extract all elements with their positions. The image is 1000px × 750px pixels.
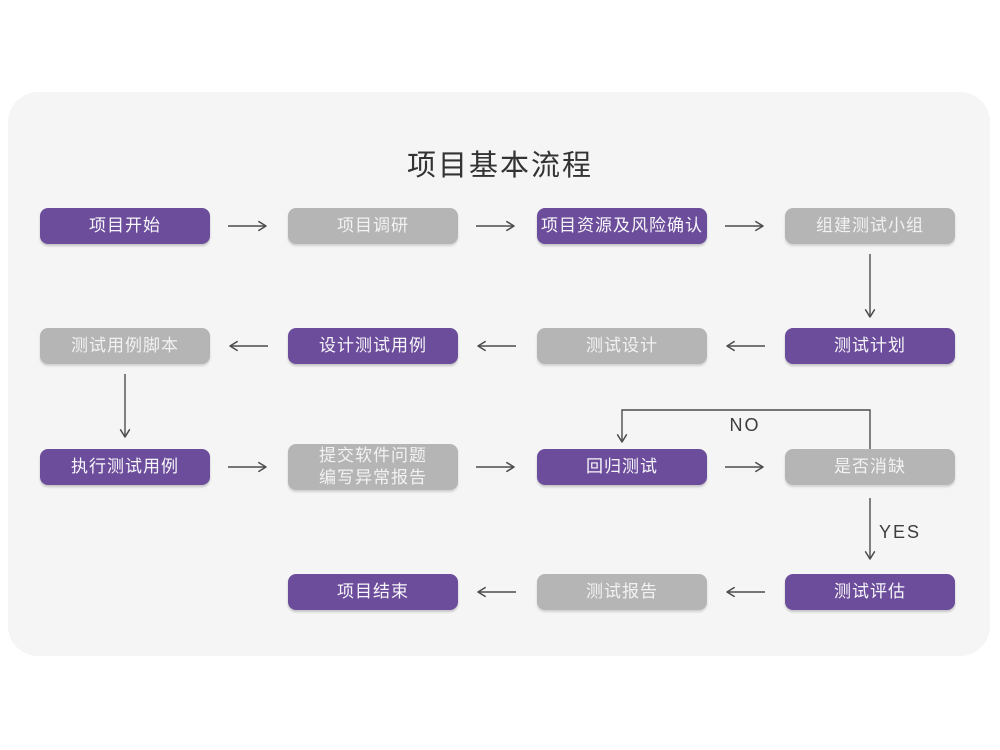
flow-node-test-evaluation: 测试评估 bbox=[785, 574, 955, 610]
flow-node-test-plan: 测试计划 bbox=[785, 328, 955, 364]
node-label: 项目资源及风险确认 bbox=[541, 216, 703, 235]
node-label: 回归测试 bbox=[586, 457, 658, 476]
flow-node-defect-cleared: 是否消缺 bbox=[785, 449, 955, 485]
flow-node-execute-test-cases: 执行测试用例 bbox=[40, 449, 210, 485]
node-label: 项目调研 bbox=[337, 216, 409, 235]
flow-node-regression-test: 回归测试 bbox=[537, 449, 707, 485]
flow-node-test-design: 测试设计 bbox=[537, 328, 707, 364]
flow-node-submit-issue-report: 提交软件问题 编写异常报告 bbox=[288, 444, 458, 490]
flowchart-card-background bbox=[8, 92, 990, 656]
edge-label-yes: YES bbox=[879, 522, 922, 542]
flow-node-test-report: 测试报告 bbox=[537, 574, 707, 610]
diagram-title: 项目基本流程 bbox=[406, 150, 594, 182]
flow-node-design-test-cases: 设计测试用例 bbox=[288, 328, 458, 364]
node-label: 提交软件问题 编写异常报告 bbox=[319, 446, 427, 487]
node-label: 测试设计 bbox=[586, 336, 658, 355]
node-label: 测试评估 bbox=[834, 582, 906, 601]
node-label: 测试用例脚本 bbox=[71, 336, 179, 355]
flow-node-project-start: 项目开始 bbox=[40, 208, 210, 244]
flow-node-project-resources-risk: 项目资源及风险确认 bbox=[537, 208, 707, 244]
node-label: 是否消缺 bbox=[834, 457, 906, 476]
node-label: 项目结束 bbox=[337, 582, 409, 601]
node-label: 项目开始 bbox=[89, 216, 161, 235]
edge-label-no: NO bbox=[729, 415, 761, 435]
node-label: 设计测试用例 bbox=[319, 336, 427, 355]
node-label: 组建测试小组 bbox=[816, 216, 924, 235]
flow-node-project-research: 项目调研 bbox=[288, 208, 458, 244]
flow-node-test-case-script: 测试用例脚本 bbox=[40, 328, 210, 364]
node-label: 测试计划 bbox=[834, 336, 906, 355]
flow-node-project-end: 项目结束 bbox=[288, 574, 458, 610]
node-label: 测试报告 bbox=[586, 582, 658, 601]
node-label: 执行测试用例 bbox=[71, 457, 179, 476]
flow-node-form-test-team: 组建测试小组 bbox=[785, 208, 955, 244]
